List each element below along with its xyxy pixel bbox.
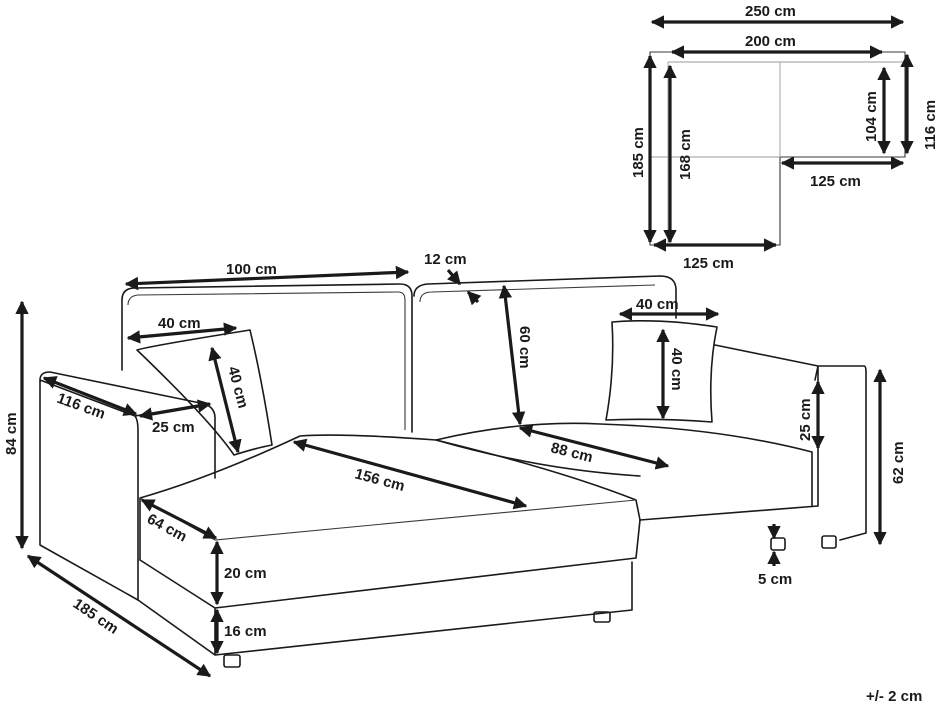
armrest-height-right-label: 25 cm — [797, 398, 814, 441]
plan-width-seat-label: 200 cm — [745, 33, 796, 50]
back-cushion-height-label: 60 cm — [516, 326, 533, 369]
seat-cushion-right — [435, 422, 813, 507]
leg-back-right — [821, 535, 837, 549]
pillow-right-width-label: 40 cm — [636, 296, 679, 313]
back-cushion-width-label: 100 cm — [226, 261, 277, 278]
back-cushion-thickness-label: 12 cm — [424, 251, 467, 268]
armrest-width-arrow — [138, 399, 212, 421]
floor-plan: 250 cm 200 cm 104 cm 116 cm 185 cm 168 c… — [630, 3, 939, 272]
pillow-left-width-label: 40 cm — [158, 315, 201, 332]
armrest-depth-arrow — [42, 376, 138, 416]
back-cushion-thickness-arrow — [446, 268, 462, 286]
right-back-cushion — [413, 275, 677, 319]
plan-chaise-inner-label: 125 cm — [810, 173, 861, 190]
base-height-label: 16 cm — [224, 623, 267, 640]
armrest-width-label: 25 cm — [152, 419, 195, 436]
dimension-arrows — [15, 265, 887, 678]
plan-width-total-label: 250 cm — [745, 3, 796, 20]
overall-height-label: 84 cm — [3, 412, 20, 455]
leg-front-left — [223, 654, 241, 668]
seat-depth-label: 88 cm — [549, 439, 594, 466]
overall-depth-arrow — [26, 554, 212, 678]
back-cushion-height-arrow — [498, 284, 526, 426]
chaise-length-arrow — [292, 438, 528, 510]
dimension-labels: 100 cm 12 cm 60 cm 40 cm 40 cm 40 cm 40 … — [3, 251, 922, 705]
tolerance-note: +/- 2 cm — [866, 688, 922, 705]
pillow-left-width-arrow — [126, 322, 238, 344]
seat-depth-arrow — [518, 424, 670, 470]
plan-depth-left-total-label: 185 cm — [630, 127, 647, 178]
seat-height-label: 62 cm — [890, 441, 907, 484]
leg-middle — [770, 537, 786, 551]
plan-depth-right-seat-label: 104 cm — [863, 91, 880, 142]
back-cushion-thickness-arrow-2 — [466, 290, 482, 306]
seat-cushion-height-label: 20 cm — [224, 565, 267, 582]
leg-front-right — [593, 611, 611, 623]
chaise-seat-cushion — [139, 434, 641, 609]
plan-chaise-bottom-label: 125 cm — [683, 255, 734, 272]
chaise-base — [137, 559, 633, 656]
left-pillow — [136, 329, 273, 456]
chaise-width-arrow — [140, 498, 218, 540]
plan-depth-right-total-label: 116 cm — [922, 100, 939, 150]
leg-height-label: 5 cm — [758, 571, 792, 588]
plan-depth-left-seat-label: 168 cm — [677, 129, 694, 180]
pillow-right-height-label: 40 cm — [668, 348, 685, 391]
right-pillow — [605, 319, 718, 423]
pillow-left-height-arrow — [208, 346, 242, 454]
chaise-width-label: 64 cm — [144, 511, 190, 546]
pillow-left-height-label: 40 cm — [224, 365, 251, 410]
back-cushion-width-arrow — [124, 265, 410, 291]
